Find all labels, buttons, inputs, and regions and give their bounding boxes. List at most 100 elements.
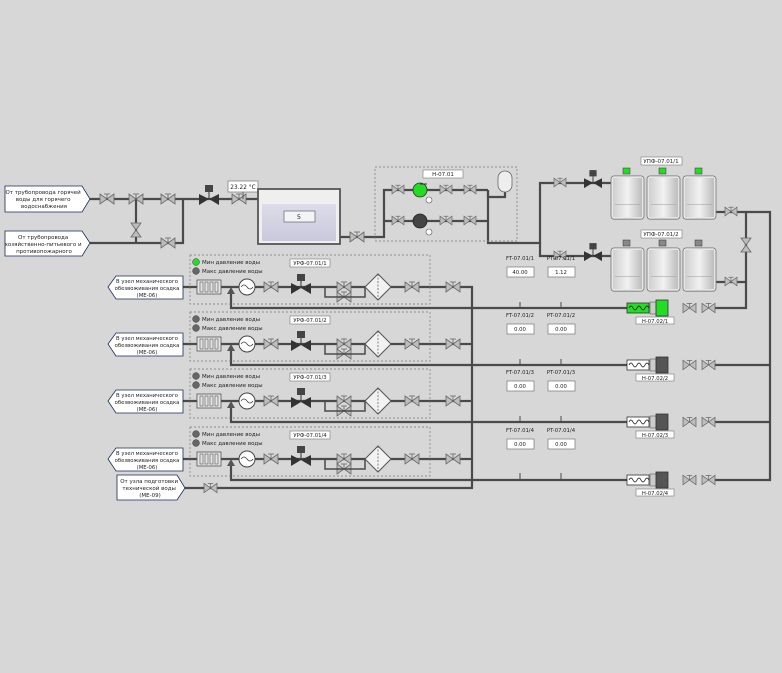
valve[interactable] xyxy=(391,184,405,195)
valve[interactable] xyxy=(439,215,453,226)
valve[interactable] xyxy=(445,281,461,293)
valve[interactable] xyxy=(99,193,115,205)
valve[interactable] xyxy=(701,474,716,486)
valve[interactable] xyxy=(160,193,176,205)
destination-text: обезвоживания осадка xyxy=(115,400,180,406)
min-pressure-lamp xyxy=(192,315,200,323)
expansion-vessel xyxy=(497,170,513,193)
control-valve[interactable] xyxy=(583,169,603,189)
valve[interactable] xyxy=(445,395,461,407)
valve[interactable] xyxy=(701,302,716,314)
pump-tag: Н-07.02/4 xyxy=(642,491,669,497)
destination-text: (МЕ-06) xyxy=(137,465,158,471)
pressure-tag: PT-07.01/4 xyxy=(547,428,576,434)
control-valve[interactable] xyxy=(290,330,312,352)
flow-meter xyxy=(238,278,256,296)
dosing-pump[interactable]: Н-07.02/1 xyxy=(626,299,675,325)
valve[interactable] xyxy=(445,453,461,465)
valve[interactable] xyxy=(404,281,420,293)
valve[interactable] xyxy=(439,184,453,195)
destination-text: (МЕ-06) xyxy=(137,293,158,299)
dosing-pump[interactable]: Н-07.02/4 xyxy=(626,471,675,497)
flow-meter xyxy=(238,392,256,410)
flow-value: 0.00 xyxy=(514,327,526,333)
flow-value: 40.00 xyxy=(512,270,528,276)
valve[interactable] xyxy=(203,482,218,494)
flow-meter xyxy=(238,335,256,353)
source-potable-water: От трубопровода хозяйственно-питьевого и… xyxy=(4,230,91,257)
regulator-tag: УРФ-07.01/4 xyxy=(293,433,327,439)
destination-text: (МЕ-06) xyxy=(137,407,158,413)
valve[interactable] xyxy=(336,453,352,465)
filter xyxy=(364,273,392,301)
valve[interactable] xyxy=(404,395,420,407)
min-pressure-label: Мин давление воды xyxy=(202,374,260,380)
flow-meter xyxy=(238,450,256,468)
valve[interactable] xyxy=(445,338,461,350)
valve[interactable] xyxy=(336,395,352,407)
control-valve[interactable] xyxy=(583,242,603,262)
valve[interactable] xyxy=(701,359,716,371)
control-valve[interactable] xyxy=(290,387,312,409)
pressure-value: 1.12 xyxy=(555,270,567,276)
valve[interactable] xyxy=(336,338,352,350)
valve[interactable] xyxy=(404,338,420,350)
valve[interactable] xyxy=(263,338,279,350)
min-pressure-lamp xyxy=(192,372,200,380)
pump-station: Н-07.01 xyxy=(374,166,518,242)
valve[interactable] xyxy=(682,302,697,314)
valve[interactable] xyxy=(263,395,279,407)
valve[interactable] xyxy=(740,237,752,253)
svg-text:От узла подготовки техни: От узла подготовки технической воды (МЕ-… xyxy=(120,479,180,499)
destination-text: обезвоживания осадка xyxy=(115,458,180,464)
control-valve[interactable] xyxy=(198,184,220,206)
destination-text: В узел механического xyxy=(116,451,178,457)
valve[interactable] xyxy=(463,184,477,195)
valve[interactable] xyxy=(404,453,420,465)
control-valve[interactable] xyxy=(290,445,312,467)
pressure-value: 0.00 xyxy=(555,384,567,390)
pump-tag: Н-07.02/1 xyxy=(642,319,668,325)
pressure-value: 0.00 xyxy=(555,442,567,448)
valve[interactable] xyxy=(724,206,738,217)
destination-text: В узел механического xyxy=(116,336,178,342)
flow-tag: FT-07.01/2 xyxy=(506,313,534,319)
control-valve[interactable] xyxy=(290,273,312,295)
valve[interactable] xyxy=(263,281,279,293)
regulator-tag: УРФ-07.01/3 xyxy=(293,375,326,381)
valve[interactable] xyxy=(263,453,279,465)
valve[interactable] xyxy=(553,177,567,188)
valve[interactable] xyxy=(463,215,477,226)
pump-inactive[interactable] xyxy=(412,213,428,229)
valve[interactable] xyxy=(682,474,697,486)
svg-text:УПФ-07.01/1: УПФ-07.01/1 xyxy=(643,159,678,165)
valve[interactable] xyxy=(701,416,716,428)
pressure-value: 0.00 xyxy=(555,327,567,333)
pressure-tag: PT-07.01/1 xyxy=(547,256,575,262)
valve[interactable] xyxy=(160,237,176,249)
pump-tag: Н-07.02/2 xyxy=(642,376,668,382)
flow-tag: FT-07.01/3 xyxy=(506,370,534,376)
valve[interactable] xyxy=(682,416,697,428)
valve[interactable] xyxy=(336,281,352,293)
strainer xyxy=(196,451,222,467)
valve[interactable] xyxy=(231,193,247,205)
max-pressure-lamp xyxy=(192,267,200,275)
destination-text: В узел механического xyxy=(116,393,178,399)
valve[interactable] xyxy=(682,359,697,371)
storage-tank: 5 xyxy=(257,188,341,245)
valve[interactable] xyxy=(349,231,365,243)
dosing-pump[interactable]: Н-07.02/2 xyxy=(626,356,675,382)
strainer xyxy=(196,393,222,409)
valve[interactable] xyxy=(130,222,142,238)
dosing-pump[interactable]: Н-07.02/3 xyxy=(626,413,675,439)
pump-active[interactable] xyxy=(412,182,428,198)
svg-text:От трубопровода хозяйств: От трубопровода хозяйственно-питьевого и… xyxy=(5,235,84,255)
valve[interactable] xyxy=(391,215,405,226)
valve[interactable] xyxy=(724,276,738,287)
